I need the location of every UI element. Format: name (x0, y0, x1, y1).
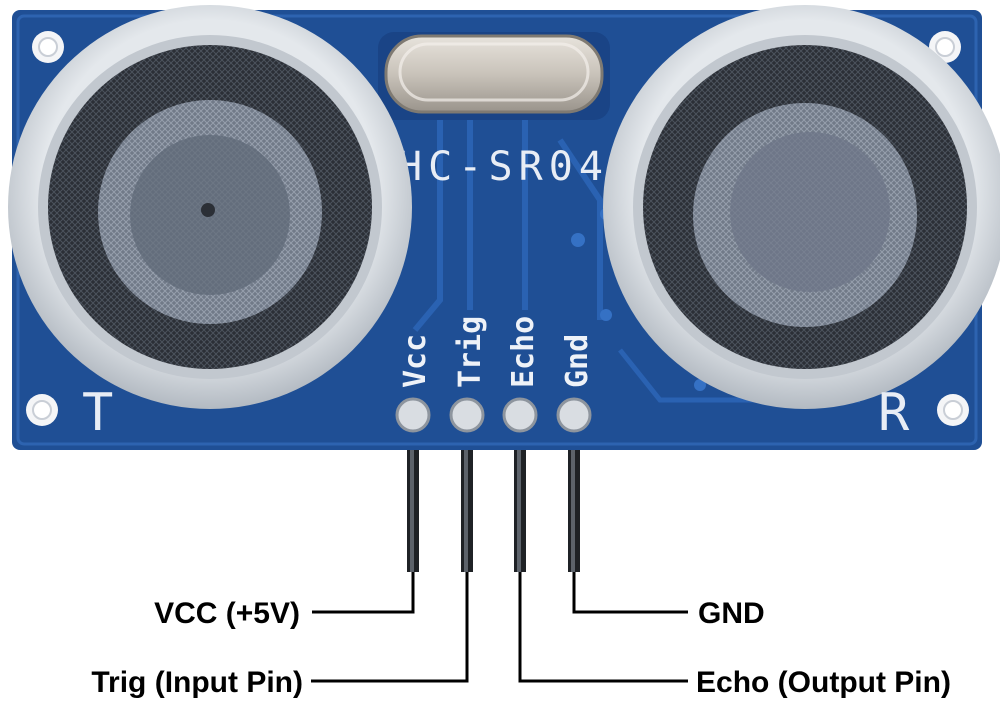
transmitter-transducer (8, 5, 412, 409)
crystal-oscillator (378, 32, 610, 120)
transmitter-mark: T (82, 383, 113, 443)
receiver-mark: R (878, 383, 910, 443)
callout-echo: Echo (Output Pin) (696, 666, 951, 699)
leader-gnd (572, 572, 688, 614)
pin-label-vcc: Vcc (398, 334, 433, 388)
leader-lines (311, 572, 688, 683)
pin-label-echo: Echo (506, 316, 541, 388)
receiver-transducer (603, 5, 1000, 409)
pin-gnd (556, 397, 592, 572)
pin-label-trig: Trig (453, 316, 488, 388)
mounting-hole-bottom-right (937, 394, 969, 426)
header-pins (395, 397, 592, 572)
model-label: HC-SR04 (398, 144, 603, 190)
pin-label-gnd: Gnd (560, 334, 595, 388)
leader-vcc (312, 572, 415, 614)
callout-vcc: VCC (+5V) (154, 597, 300, 630)
pin-trig (449, 397, 485, 572)
pin-vcc (395, 397, 431, 572)
mounting-hole-bottom-left (26, 394, 58, 426)
leader-trig (311, 572, 469, 683)
callout-trig: Trig (Input Pin) (91, 666, 303, 699)
callout-gnd: GND (698, 597, 765, 630)
pin-labels: Vcc Trig Echo Gnd (398, 316, 595, 388)
leader-echo (518, 572, 688, 683)
mounting-hole-top-left (32, 31, 64, 63)
pin-echo (502, 397, 538, 572)
